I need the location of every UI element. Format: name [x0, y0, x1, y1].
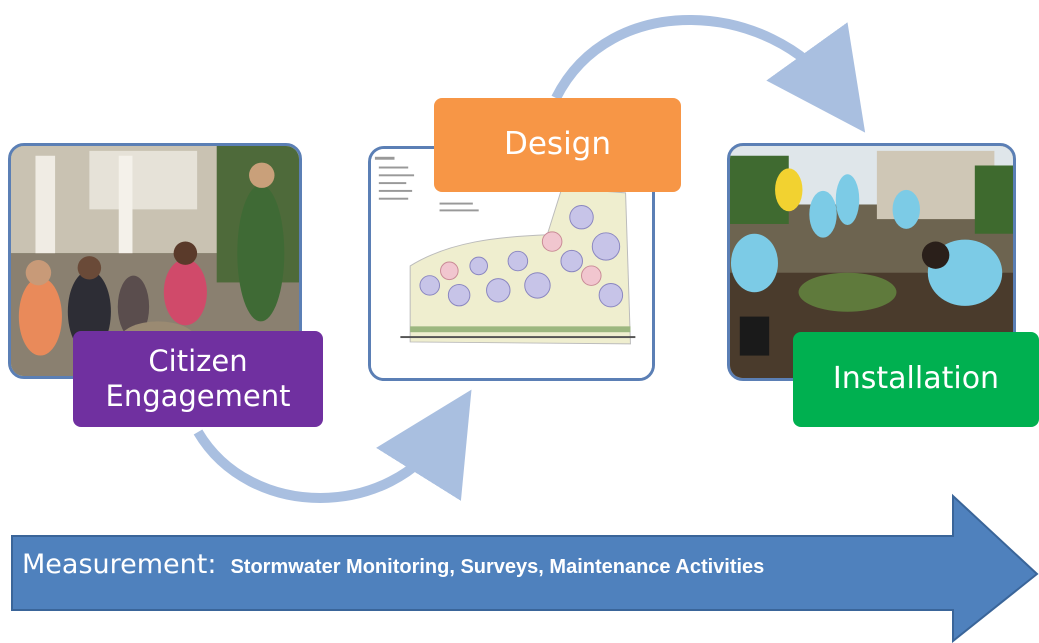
citizen-engagement-label: Citizen Engagement: [73, 331, 323, 427]
measurement-activities: Stormwater Monitoring, Surveys, Maintena…: [230, 556, 765, 578]
design-label: Design: [434, 98, 681, 192]
arrow-engagement-to-design: [193, 389, 472, 503]
measurement-banner-text: Measurement: Stormwater Monitoring, Surv…: [22, 549, 764, 601]
arrow-design-to-installation: [551, 15, 866, 133]
measurement-label: Measurement:: [22, 549, 217, 580]
installation-label: Installation: [793, 332, 1039, 427]
